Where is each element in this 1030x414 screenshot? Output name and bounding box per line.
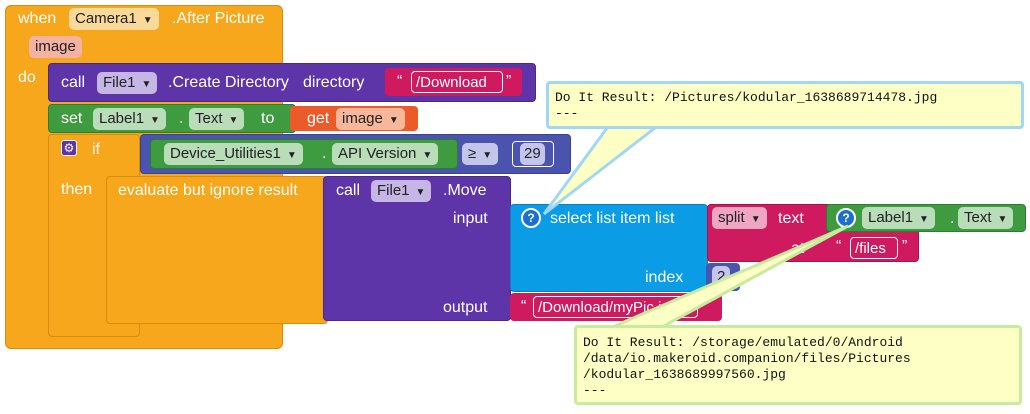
to-label: to: [261, 110, 275, 127]
dot-label: .: [179, 110, 184, 127]
set-label: set: [61, 110, 83, 127]
text-property-dropdown[interactable]: Text▼: [958, 207, 1014, 229]
label1-dropdown[interactable]: Label1▼: [862, 207, 935, 229]
quote-close: ”: [506, 73, 512, 90]
dot-label: .: [322, 145, 327, 162]
call-label: call: [336, 182, 361, 199]
chevron-down-icon: ▼: [422, 150, 433, 161]
split-dropdown[interactable]: split▼: [712, 207, 767, 229]
if-label: if: [92, 141, 100, 158]
chevron-down-icon: ▼: [142, 15, 153, 26]
index-label: index: [645, 269, 684, 286]
chevron-down-icon: ▼: [388, 115, 399, 126]
chevron-down-icon: ▼: [141, 79, 152, 90]
get-label: get: [307, 110, 330, 127]
at-value[interactable]: /files: [850, 237, 898, 259]
quote-open: “: [836, 238, 842, 255]
file1-dropdown[interactable]: File1▼: [371, 180, 432, 202]
gear-icon[interactable]: ⚙: [61, 140, 77, 156]
quote-open: “: [521, 298, 527, 315]
help-question-icon[interactable]: ?: [521, 208, 541, 228]
event-component-dropdown[interactable]: Camera1▼: [69, 8, 159, 30]
quote-close: ”: [902, 238, 908, 255]
quote-open: “: [397, 73, 403, 90]
label1-dropdown[interactable]: Label1▼: [93, 108, 166, 130]
chevron-down-icon: ▼: [750, 214, 761, 225]
create-directory-method: .Create Directory: [168, 74, 289, 91]
output-arg-label: output: [443, 299, 488, 316]
chevron-down-icon: ▼: [150, 115, 160, 126]
operator-dropdown[interactable]: ≥▼: [462, 143, 499, 165]
do-it-result-tooltip-2: Do It Result: /storage/emulated/0/Androi…: [574, 325, 1022, 405]
text-property-dropdown[interactable]: Text▼: [189, 108, 245, 130]
set-label-text-block[interactable]: [48, 104, 296, 133]
at-arg-label: at: [791, 240, 805, 257]
text-arg-label: text: [778, 210, 804, 227]
input-arg-label: input: [453, 210, 488, 227]
chevron-down-icon: ▼: [286, 150, 297, 161]
index-number-value[interactable]: 2: [712, 266, 731, 288]
evaluate-ignore-label: evaluate but ignore result: [118, 182, 298, 199]
chevron-down-icon: ▼: [919, 214, 929, 225]
quote-close: ”: [703, 298, 709, 315]
event-param-image[interactable]: image: [29, 36, 82, 58]
device-utilities-dropdown[interactable]: Device_Utilities1▼: [164, 143, 303, 165]
help-question-icon[interactable]: ?: [836, 208, 856, 228]
chevron-down-icon: ▼: [482, 150, 493, 161]
number-value[interactable]: 29: [520, 143, 545, 165]
do-label: do: [18, 69, 36, 86]
select-list-item-label: select list item list: [550, 210, 675, 227]
dot-label: .: [950, 210, 955, 227]
chevron-down-icon: ▼: [415, 187, 426, 198]
image-var-dropdown[interactable]: image▼: [336, 108, 405, 130]
do-it-result-tooltip-1: Do It Result: /Pictures/kodular_16386897…: [546, 81, 1024, 129]
move-method-label: .Move: [443, 182, 487, 199]
directory-value[interactable]: /Download: [411, 71, 503, 93]
file1-dropdown[interactable]: File1▼: [97, 72, 158, 94]
chevron-down-icon: ▼: [228, 115, 239, 126]
directory-arg-label: directory: [303, 74, 365, 91]
output-value[interactable]: /Download/myPic.jpg: [533, 296, 698, 318]
api-version-dropdown[interactable]: API Version▼: [332, 143, 439, 165]
chevron-down-icon: ▼: [997, 214, 1008, 225]
when-label: when: [18, 10, 57, 27]
then-label: then: [61, 181, 93, 198]
call-label: call: [61, 74, 86, 91]
evaluate-ignore-block[interactable]: [106, 176, 328, 324]
event-name-label: .After Picture: [172, 10, 265, 27]
